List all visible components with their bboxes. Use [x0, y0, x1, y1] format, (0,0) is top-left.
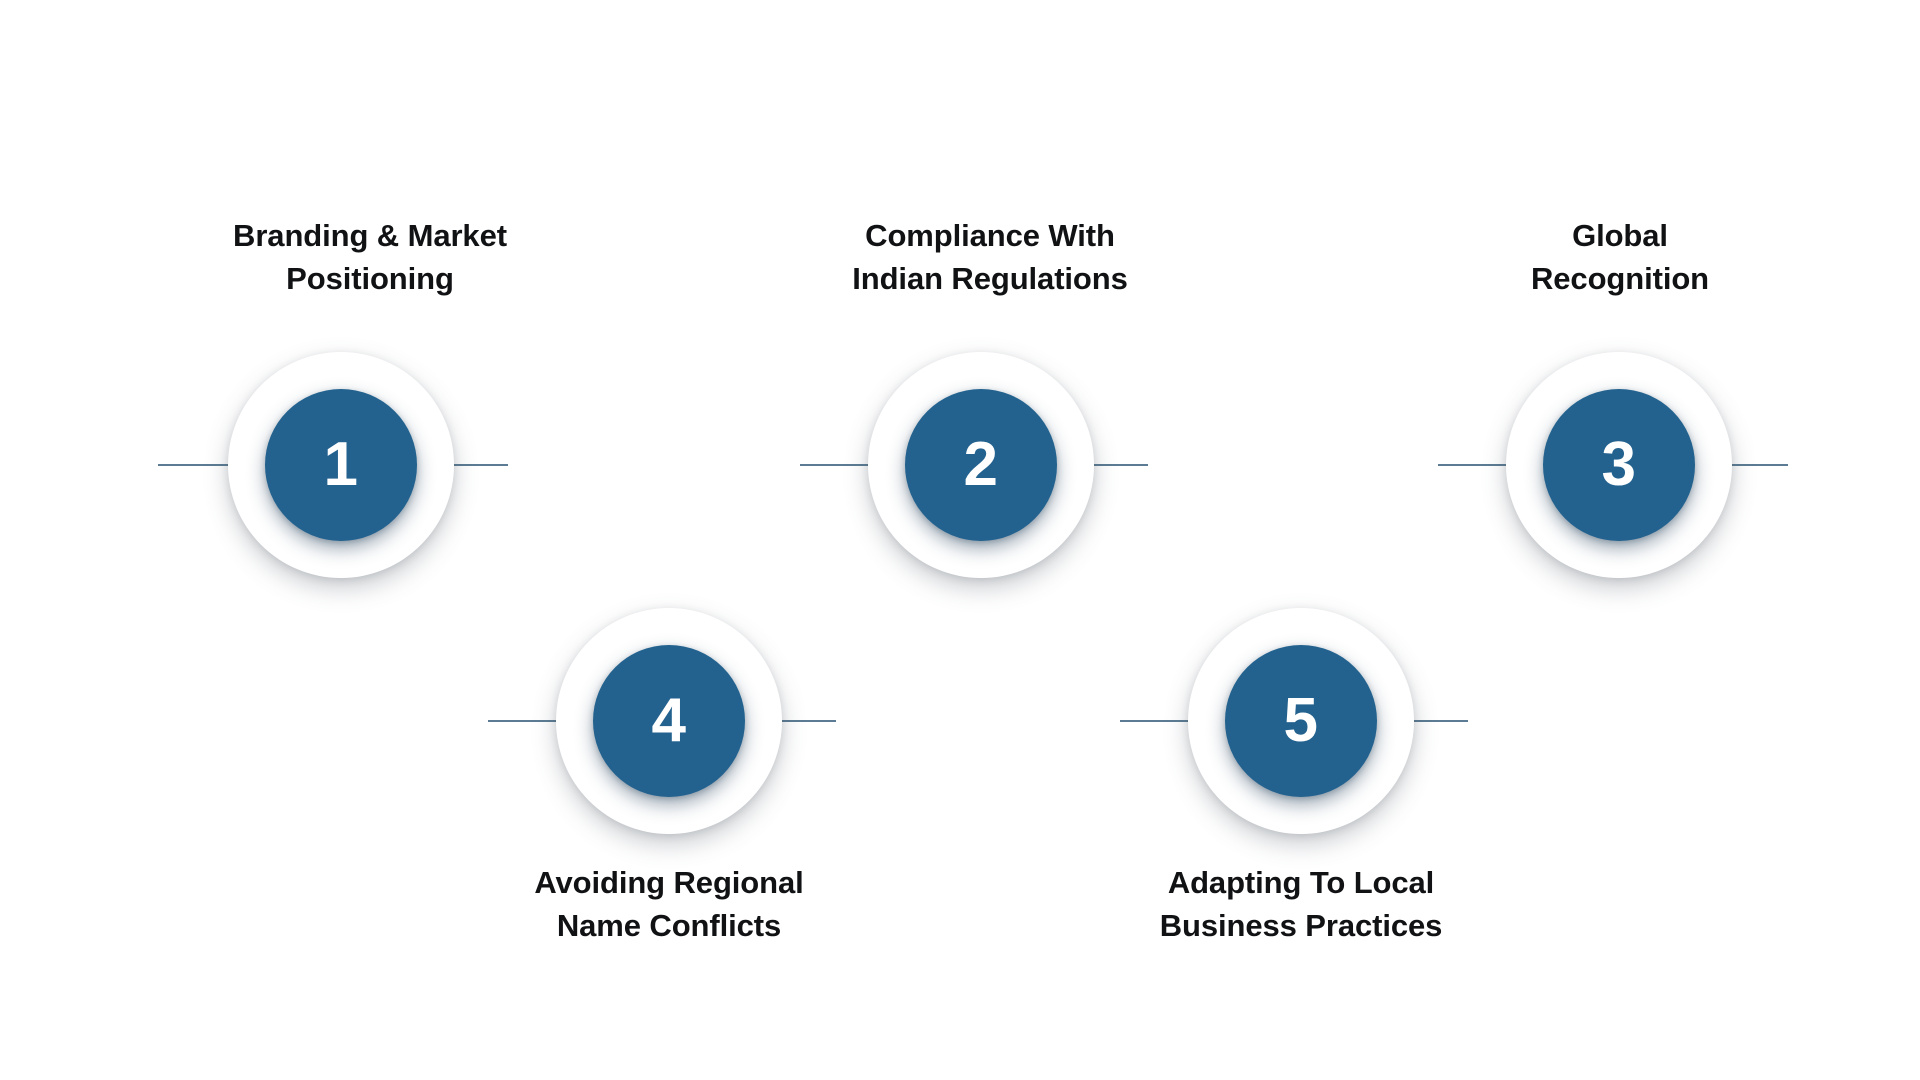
step-label-2-line-1: Compliance With: [865, 218, 1115, 253]
step-label-1-line-1: Branding & Market: [233, 218, 507, 253]
step-number-5: 5: [1283, 686, 1319, 755]
connector-line-node4-left: [488, 720, 606, 722]
connector-line-node3-right: [1720, 464, 1788, 466]
step-label-5: Adapting To Local Business Practices: [1011, 862, 1591, 948]
connector-line-node2-left: [800, 464, 918, 466]
step-node-5-circle: 5: [1225, 645, 1377, 797]
step-label-2: Compliance With Indian Regulations: [690, 215, 1290, 301]
step-label-4: Avoiding Regional Name Conflicts: [379, 862, 959, 948]
step-label-4-line-2: Name Conflicts: [556, 907, 782, 943]
step-label-3: Global Recognition: [1320, 215, 1920, 301]
connector-line-node1-right: [440, 464, 508, 466]
step-node-2-ring: 2: [868, 352, 1094, 578]
step-node-3-ring: 3: [1506, 352, 1732, 578]
connector-line-node5-right: [1400, 720, 1468, 722]
step-node-4-circle: 4: [593, 645, 745, 797]
connector-line-node4-right: [768, 720, 836, 722]
step-number-3: 3: [1601, 430, 1637, 499]
step-node-4-ring: 4: [556, 608, 782, 834]
step-number-4: 4: [651, 686, 687, 755]
connector-line-node1-left: [158, 464, 278, 466]
step-node-5-ring: 5: [1188, 608, 1414, 834]
step-node-1-ring: 1: [228, 352, 454, 578]
connector-line-node3-left: [1438, 464, 1556, 466]
connector-line-node5-left: [1120, 720, 1238, 722]
step-number-1: 1: [323, 430, 359, 499]
step-label-2-line-2: Indian Regulations: [852, 260, 1128, 296]
step-number-2: 2: [963, 430, 999, 499]
step-label-1: Branding & Market Positioning: [80, 215, 660, 301]
step-node-3-circle: 3: [1543, 389, 1695, 541]
step-label-5-line-1: Adapting To Local: [1167, 865, 1435, 900]
step-label-1-line-2: Positioning: [286, 260, 454, 296]
step-label-3-line-2: Recognition: [1531, 260, 1709, 296]
connector-line-node2-right: [1080, 464, 1148, 466]
step-label-5-line-2: Business Practices: [1159, 907, 1443, 943]
step-node-1-circle: 1: [265, 389, 417, 541]
step-label-3-line-1: Global: [1572, 218, 1668, 253]
step-node-2-circle: 2: [905, 389, 1057, 541]
step-label-4-line-1: Avoiding Regional: [534, 865, 804, 900]
